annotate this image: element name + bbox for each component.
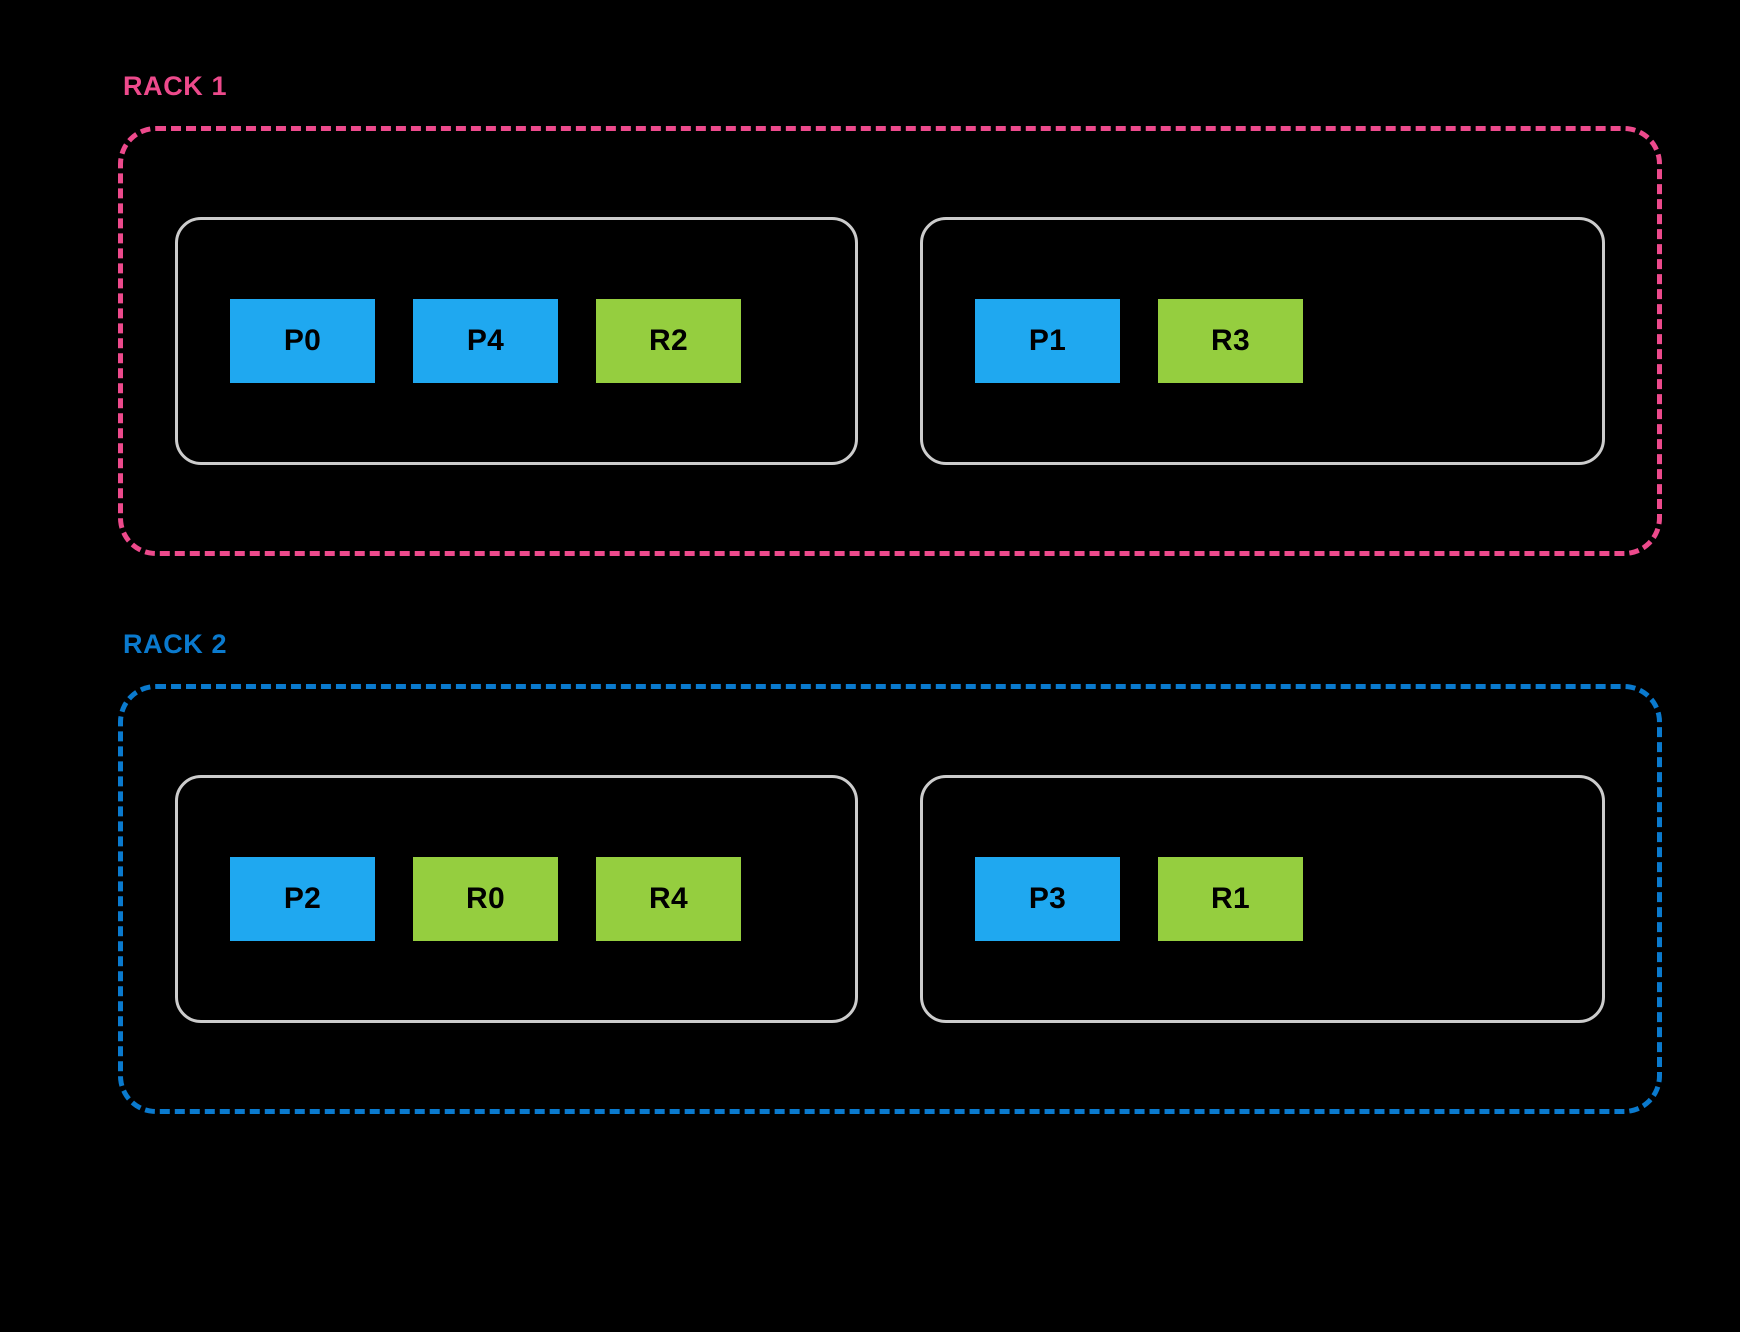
rack-2-boundary: P2 R0 R4 P3 R1 [118, 684, 1662, 1114]
unit-p4[interactable]: P4 [413, 299, 558, 383]
unit-p2[interactable]: P2 [230, 857, 375, 941]
rack-2-node-1[interactable]: P2 R0 R4 [175, 775, 859, 1023]
rack-group-1: RACK 1 P0 P4 R2 P1 R3 [118, 70, 1662, 556]
unit-r2[interactable]: R2 [596, 299, 741, 383]
rack-1-boundary: P0 P4 R2 P1 R3 [118, 126, 1662, 556]
unit-r1[interactable]: R1 [1158, 857, 1304, 941]
unit-p1[interactable]: P1 [975, 299, 1121, 383]
unit-p0[interactable]: P0 [230, 299, 375, 383]
unit-r4[interactable]: R4 [596, 857, 741, 941]
rack-group-2: RACK 2 P2 R0 R4 P3 R1 [118, 628, 1662, 1114]
unit-r3[interactable]: R3 [1158, 299, 1304, 383]
rack-1-label: RACK 1 [123, 71, 228, 101]
unit-r0[interactable]: R0 [413, 857, 558, 941]
rack-2-label: RACK 2 [123, 629, 228, 659]
rack-2-node-2[interactable]: P3 R1 [920, 775, 1605, 1023]
rack-1-node-2[interactable]: P1 R3 [920, 217, 1605, 465]
rack-1-node-1[interactable]: P0 P4 R2 [175, 217, 859, 465]
unit-p3[interactable]: P3 [975, 857, 1121, 941]
